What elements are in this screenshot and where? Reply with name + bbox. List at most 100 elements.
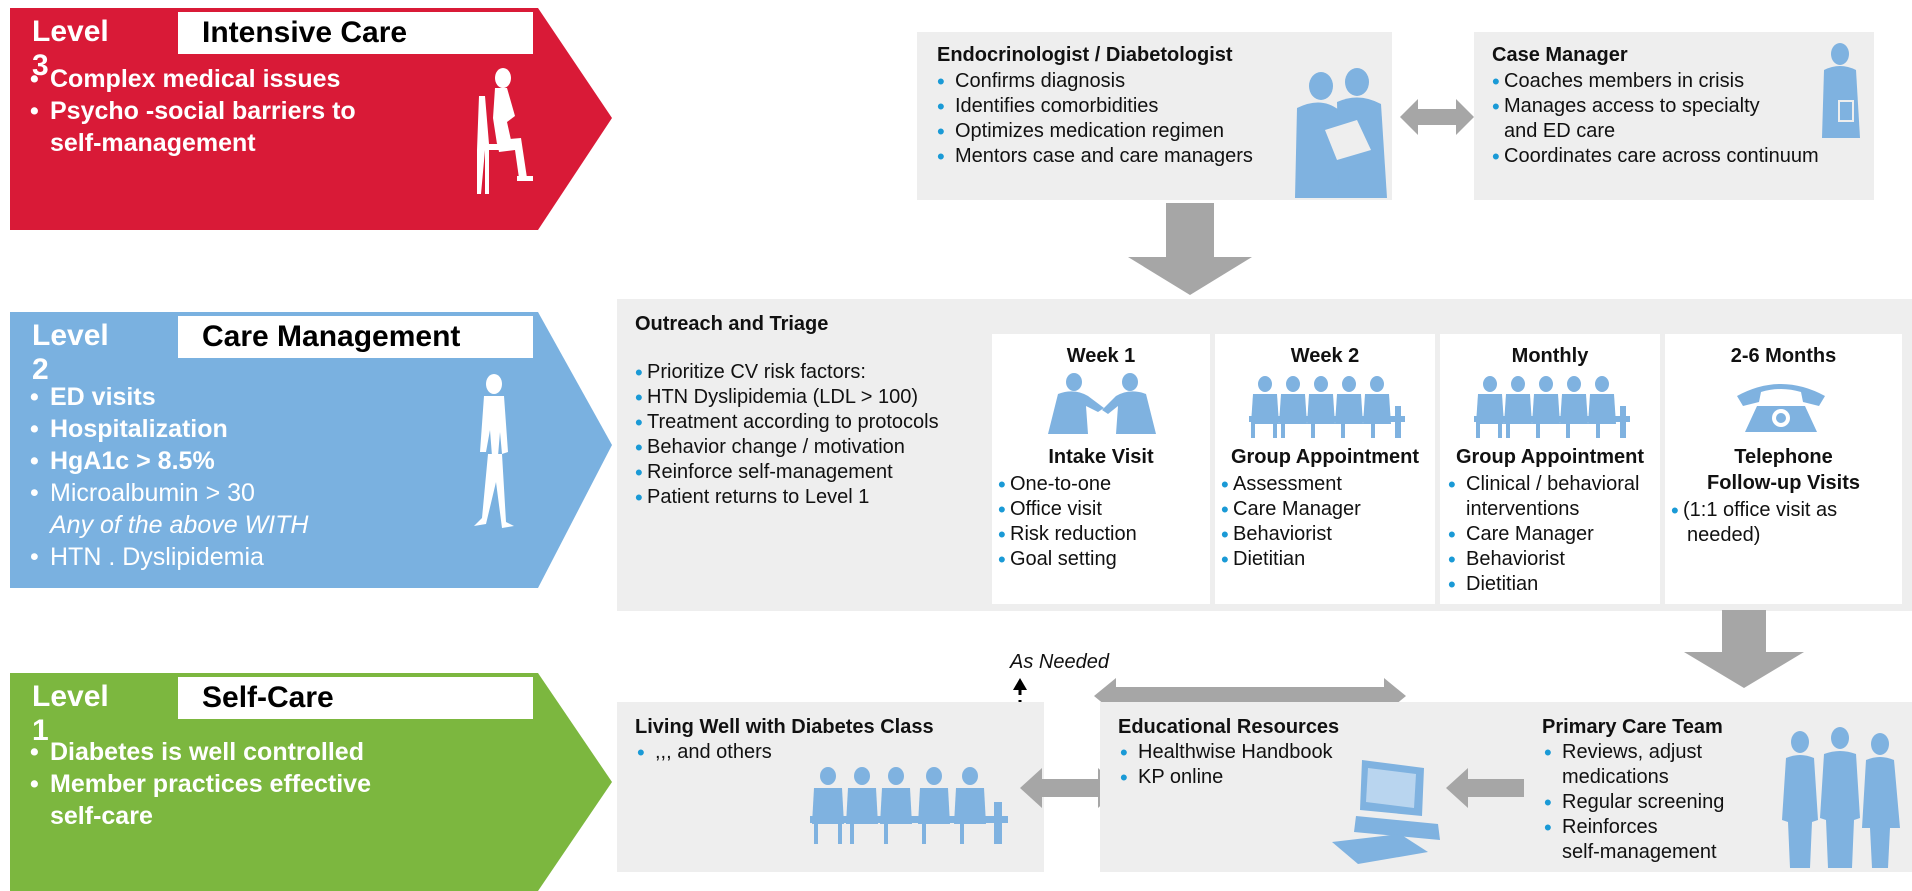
level3-name: Intensive Care <box>178 12 533 54</box>
level1-criteria: Diabetes is well controlled Member pract… <box>28 736 448 832</box>
educational-list: Healthwise Handbook KP online <box>1118 740 1333 790</box>
stage-when: Week 1 <box>1066 345 1136 367</box>
list-item-cont: and ED care <box>1492 119 1819 144</box>
living-well-list: ,,, and others <box>635 740 772 765</box>
list-item: Reinforces <box>1542 815 1724 840</box>
living-well-panel: Living Well with Diabetes Class ,,, and … <box>617 702 1044 872</box>
hga1c-threshold: > 8.5% <box>136 447 215 475</box>
level2-bullet: ED visits <box>28 381 448 413</box>
stage-followup-card: 2-6 Months Telephone Follow-up Visits (1… <box>1665 334 1902 604</box>
level3-bullet-cont: self-management <box>50 129 256 157</box>
class-education-arrow-icon <box>1020 768 1120 808</box>
list-item: Behaviorist <box>1221 522 1361 547</box>
level3-number: Level 3 <box>32 15 109 82</box>
stage-title: Group Appointment <box>1455 446 1645 468</box>
list-item: Assessment <box>1221 472 1361 497</box>
list-item-cont: interventions <box>1446 497 1639 522</box>
list-item: Office visit <box>998 497 1137 522</box>
list-item: Manages access to specialty <box>1492 94 1819 119</box>
list-item: ,,, and others <box>635 740 772 765</box>
level1-bullet: Diabetes is well controlled <box>28 736 448 768</box>
living-well-title: Living Well with Diabetes Class <box>635 716 934 738</box>
level2-bullet: HgA1c > 8.5% <box>28 445 448 477</box>
list-item: Behaviorist <box>1446 547 1639 572</box>
list-item: Coaches members in crisis <box>1492 69 1819 94</box>
stage-list: One-to-one Office visit Risk reduction G… <box>998 472 1137 572</box>
endocrinologist-panel: Endocrinologist / Diabetologist Confirms… <box>917 32 1392 200</box>
list-item: (1:1 office visit as <box>1671 498 1837 523</box>
list-item: Reinforce self-management <box>635 460 939 485</box>
list-item: Optimizes medication regimen <box>935 119 1253 144</box>
stage-title: Intake Visit <box>1048 446 1154 468</box>
list-item: Risk reduction <box>998 522 1137 547</box>
list-item: KP online <box>1118 765 1333 790</box>
group-meeting-icon <box>1249 376 1405 438</box>
list-item-cont: self-management <box>1542 840 1724 865</box>
list-item: Regular screening <box>1542 790 1724 815</box>
doctors-reading-icon <box>1295 68 1387 198</box>
computer-icon <box>1332 760 1440 864</box>
case-manager-title: Case Manager <box>1492 44 1628 66</box>
stage-title: Telephone <box>1734 446 1833 468</box>
list-item: Treatment according to protocols <box>635 410 939 435</box>
down-arrow-right-icon <box>1684 610 1804 688</box>
list-item: Behavior change / motivation <box>635 435 939 460</box>
list-item: Dietitian <box>1446 572 1639 597</box>
primary-care-list: Reviews, adjust medications Regular scre… <box>1542 740 1724 865</box>
list-item: Goal setting <box>998 547 1137 572</box>
list-item: Confirms diagnosis <box>935 69 1253 94</box>
list-item-text: needed) <box>1687 524 1761 546</box>
level3-criteria: Complex medical issues Psycho -social ba… <box>28 63 448 159</box>
list-item: Reviews, adjust <box>1542 740 1724 765</box>
list-item: HTN Dyslipidemia (LDL > 100) <box>635 385 939 410</box>
level2-bullet: Hospitalization <box>28 413 448 445</box>
list-item: Mentors case and care managers <box>935 144 1253 169</box>
stage-monthly-card: Monthly Group Appointment Clinical / beh… <box>1440 334 1660 604</box>
list-item: Healthwise Handbook <box>1118 740 1333 765</box>
as-needed-label: As Needed <box>1010 651 1109 673</box>
primary-care-title: Primary Care Team <box>1542 716 1723 738</box>
endocrinologist-title: Endocrinologist / Diabetologist <box>937 44 1233 66</box>
level3-bullet: Complex medical issues <box>28 63 448 95</box>
care-team-icon <box>1782 727 1900 868</box>
case-manager-list: Coaches members in crisis Manages access… <box>1492 69 1819 169</box>
list-item-text: interventions <box>1466 498 1580 520</box>
outreach-title: Outreach and Triage <box>635 313 829 335</box>
level2-bullet: HTN . Dyslipidemia <box>28 541 448 573</box>
stage-week2-card: Week 2 Group Appointment Assessment Care… <box>1215 334 1435 604</box>
stage-title-line2: Follow-up Visits <box>1707 472 1860 494</box>
level2-condition: Any of the above WITH <box>50 511 309 539</box>
endocrinologist-list: Confirms diagnosis Identifies comorbidit… <box>935 69 1253 169</box>
level1-name: Self-Care <box>178 677 533 719</box>
endo-case-arrow-icon <box>1400 99 1474 135</box>
down-arrow-top-icon <box>1128 203 1252 295</box>
list-item-cont: medications <box>1542 765 1724 790</box>
list-item-text: and ED care <box>1504 120 1616 142</box>
list-item: One-to-one <box>998 472 1137 497</box>
level2-bullet: Microalbumin > 30 <box>28 477 448 509</box>
list-item-text: self-management <box>1562 841 1717 863</box>
stage-when: Week 2 <box>1290 345 1360 367</box>
list-item: Patient returns to Level 1 <box>635 485 939 510</box>
stage-week1-card: Week 1 Intake Visit One-to-one Office vi… <box>992 334 1210 604</box>
list-item-text: medications <box>1562 766 1669 788</box>
list-item: Clinical / behavioral <box>1446 472 1639 497</box>
seated-person-icon <box>477 68 533 194</box>
stage-title: Group Appointment <box>1230 446 1420 468</box>
stage-when: 2-6 Months <box>1730 345 1837 367</box>
educational-title: Educational Resources <box>1118 716 1340 738</box>
level1-bullet-cont: self-care <box>50 802 153 830</box>
stage-list: Assessment Care Manager Behaviorist Diet… <box>1221 472 1361 572</box>
outreach-list: Prioritize CV risk factors: HTN Dyslipid… <box>635 360 939 510</box>
level2-number: Level 2 <box>32 319 109 386</box>
list-item: Identifies comorbidities <box>935 94 1253 119</box>
list-item: Dietitian <box>1221 547 1361 572</box>
level2-name: Care Management <box>178 316 533 358</box>
level1-bullet: Member practices effective <box>28 768 448 800</box>
class-group-icon <box>810 767 1008 844</box>
list-item-cont: needed) <box>1671 523 1837 548</box>
case-manager-panel: Case Manager Coaches members in crisis M… <box>1474 32 1874 200</box>
level3-bullet: Psycho -social barriers to <box>28 95 448 127</box>
one-to-one-meeting-icon <box>1048 373 1156 434</box>
walking-person-icon <box>474 374 514 528</box>
